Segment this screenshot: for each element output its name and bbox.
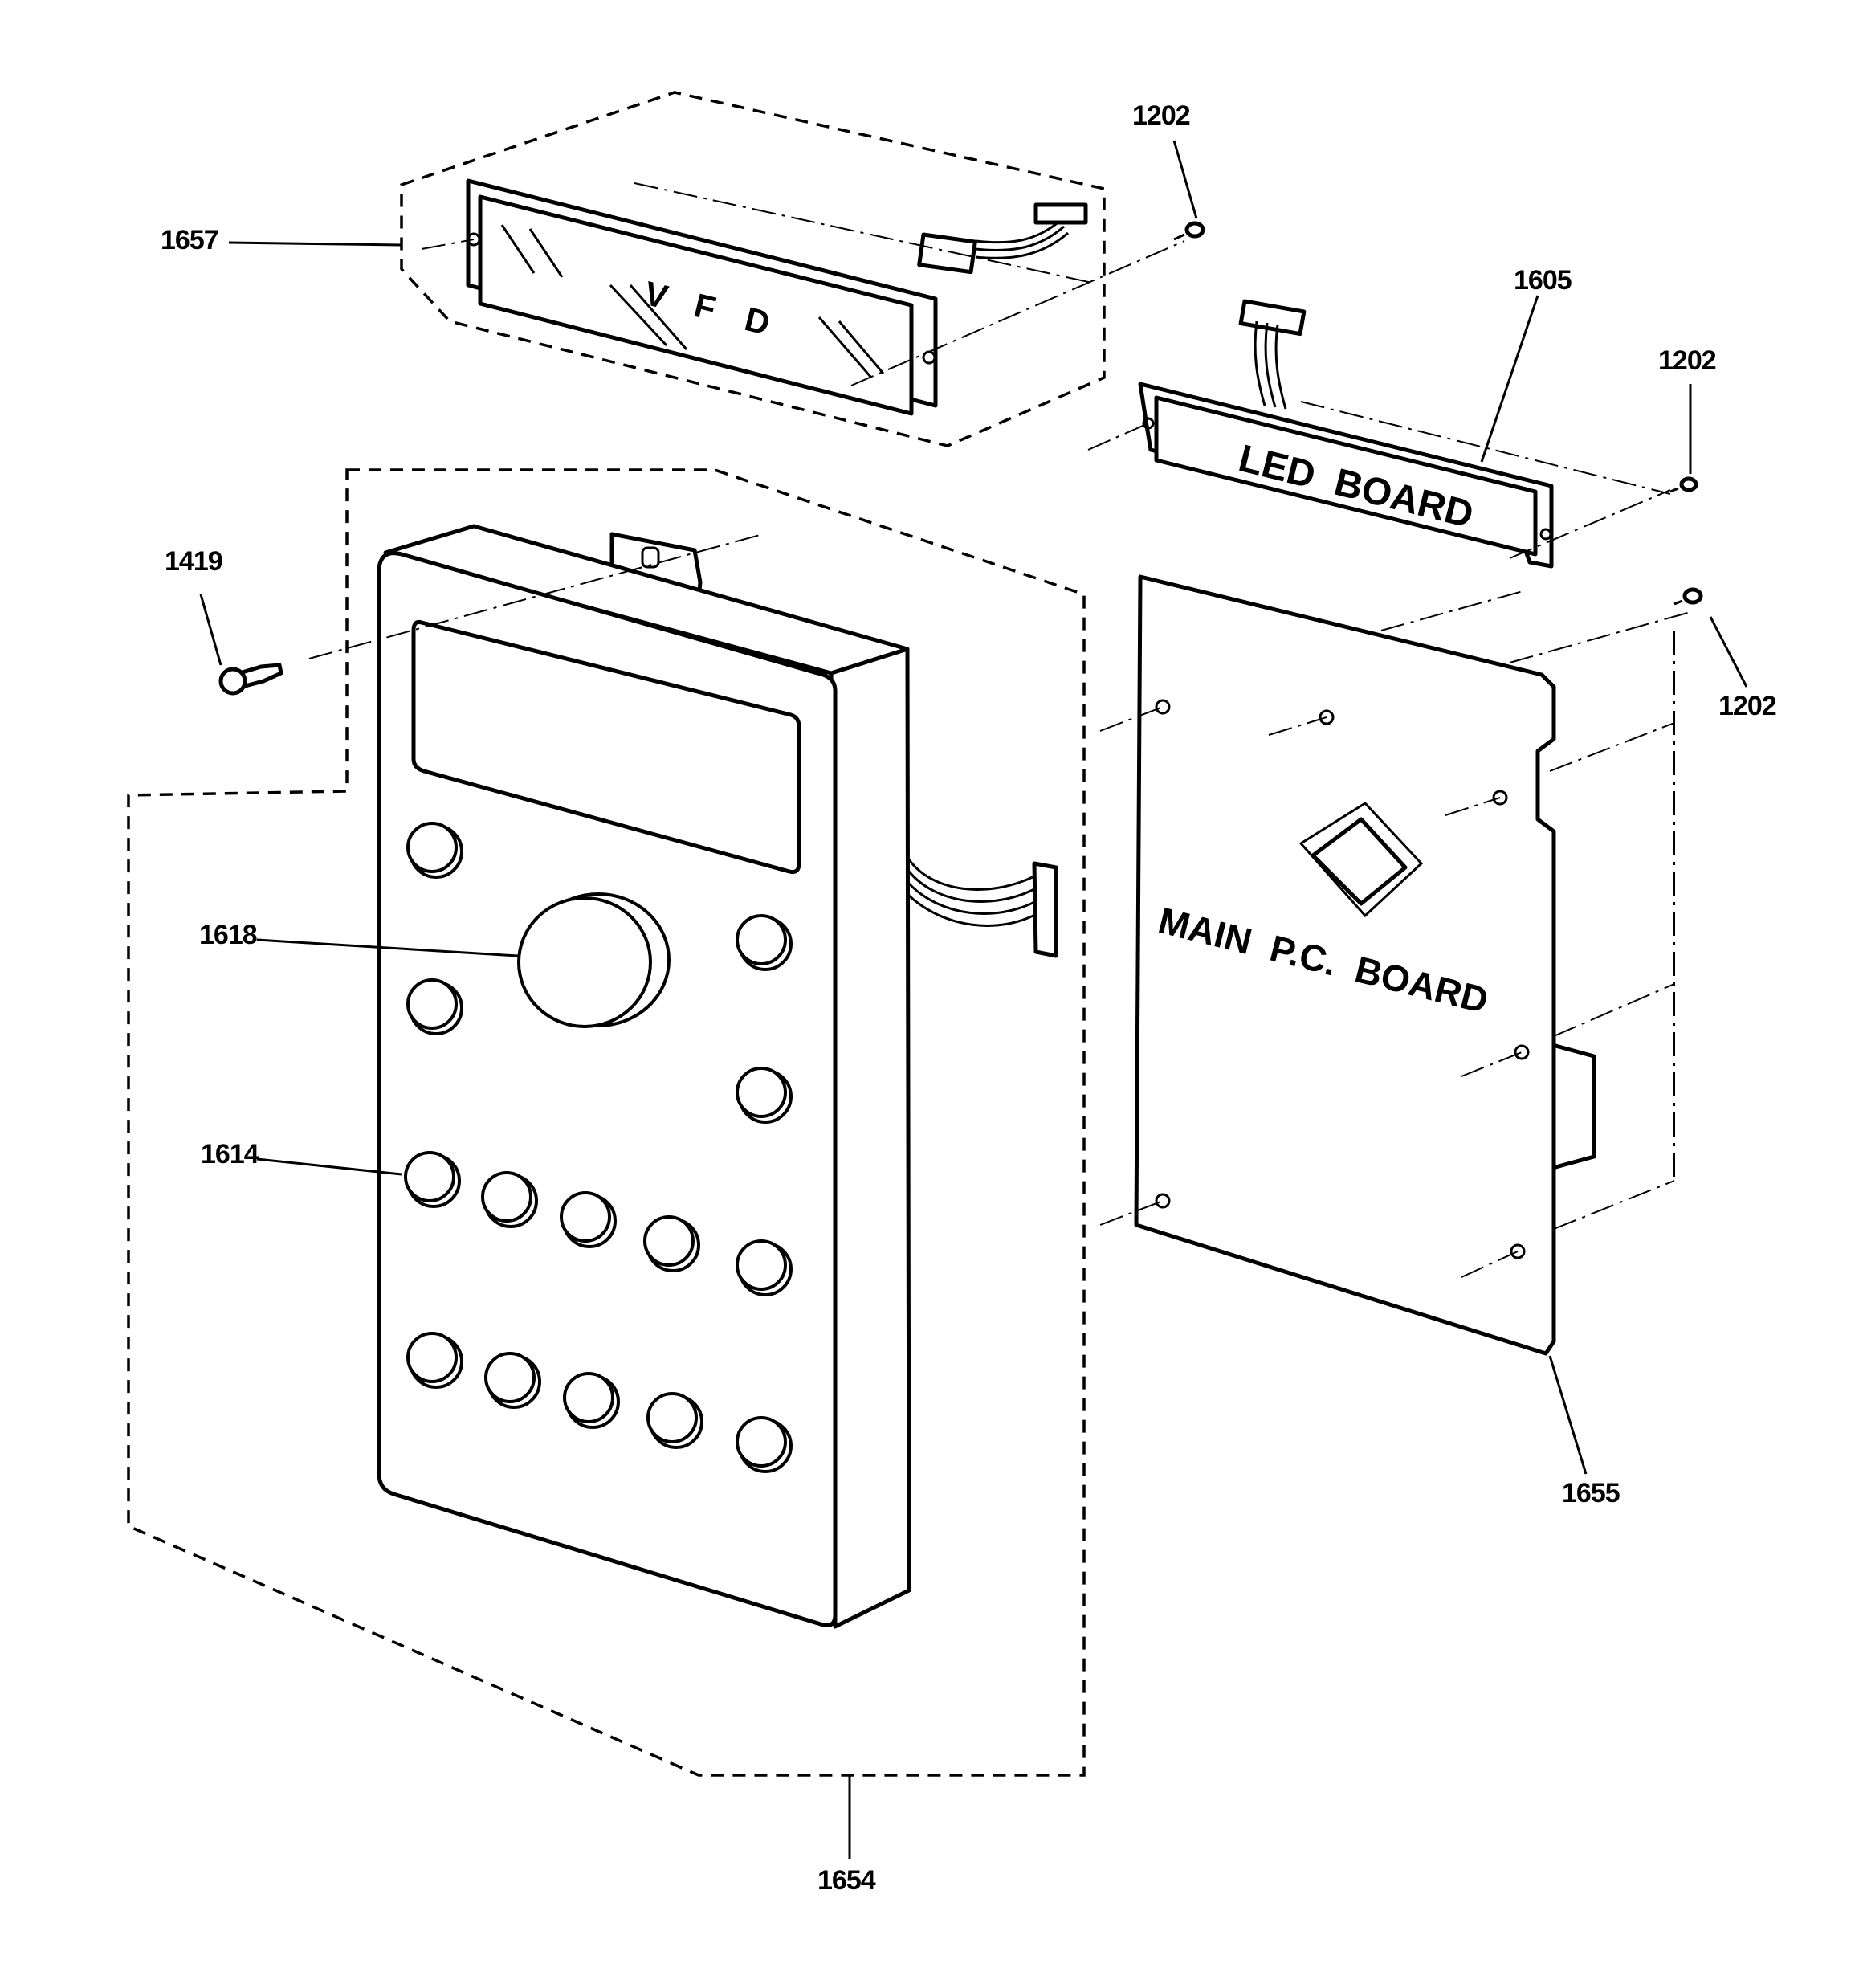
panel-button[interactable] (481, 1171, 538, 1228)
screw-1202-top (1173, 221, 1205, 241)
panel-side (829, 647, 911, 1629)
screw-1202-led (1669, 476, 1698, 493)
callout-1618: 1618 (199, 920, 257, 950)
panel-button[interactable] (646, 1392, 703, 1449)
callout-1202-led: 1202 (1658, 345, 1716, 376)
main-pc-board (1134, 574, 1556, 1356)
panel-button[interactable] (484, 1352, 541, 1409)
panel-button[interactable] (736, 914, 793, 971)
panel-button[interactable] (406, 1332, 463, 1389)
control-panel-group-outline (127, 468, 1086, 1777)
callout-1419: 1419 (165, 546, 222, 577)
callout-1655: 1655 (1562, 1478, 1620, 1508)
panel-button[interactable] (736, 1067, 793, 1124)
panel-button[interactable] (736, 1416, 793, 1473)
led-board-panel (1154, 395, 1538, 557)
panel-button[interactable] (406, 978, 463, 1035)
callout-1654: 1654 (817, 1865, 876, 1896)
callout-1202-main: 1202 (1718, 691, 1776, 721)
panel-button[interactable] (563, 1372, 620, 1429)
screw-1202-main (1673, 587, 1703, 606)
vfd-glass (478, 194, 914, 416)
panel-button[interactable] (643, 1215, 700, 1272)
led-board-assembly: LED BOARD (1087, 299, 1671, 569)
panel-button[interactable] (406, 822, 463, 879)
control-knob[interactable] (517, 892, 671, 1028)
callout-1657: 1657 (161, 225, 218, 255)
screw-1419 (218, 533, 764, 696)
callout-1202-top: 1202 (1132, 100, 1190, 131)
main-board-chip (1311, 817, 1408, 906)
main-pc-board-assembly: MAIN P.C. BOARD (1099, 574, 1691, 1356)
control-panel-assembly (127, 468, 1086, 1777)
panel-display-window (411, 620, 801, 874)
panel-button[interactable] (736, 1239, 793, 1296)
panel-buttons (404, 822, 793, 1473)
callout-1605: 1605 (1514, 265, 1572, 296)
panel-button[interactable] (404, 1151, 461, 1208)
callout-leaders (199, 140, 1748, 1859)
panel-button[interactable] (560, 1191, 617, 1248)
callout-1614: 1614 (201, 1139, 259, 1170)
vfd-assembly: V F D (400, 91, 1185, 447)
vfd-group-outline (400, 91, 1106, 447)
